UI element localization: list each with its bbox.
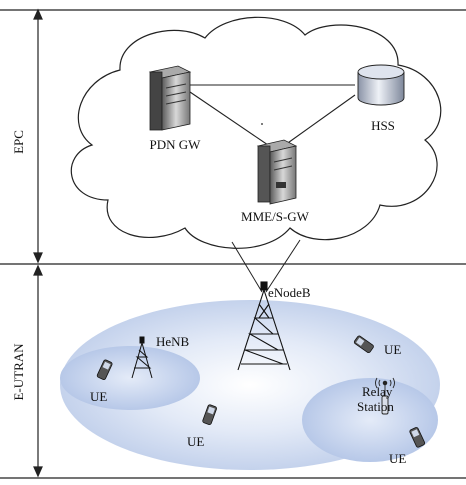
pdn-gw-server-icon <box>148 65 192 131</box>
enodeb-tower-icon <box>237 281 291 371</box>
epc-span-arrow <box>33 8 43 264</box>
relay-station-label-line2: Station <box>357 399 394 414</box>
core-links <box>189 84 356 146</box>
ue-phone-icon-left <box>96 359 113 381</box>
ue-phone-icon-right <box>353 335 374 354</box>
ue-phone-icon-center <box>202 404 217 426</box>
mme-sgw-server-icon <box>256 139 298 205</box>
ue-left-label: UE <box>90 389 107 404</box>
enodeb-label: eNodeB <box>268 285 311 300</box>
ue-center-label: UE <box>187 434 204 449</box>
pdn-gw-label: PDN GW <box>150 137 202 152</box>
relay-cell-coverage <box>302 378 438 462</box>
henb-label: HeNB <box>156 334 190 349</box>
henb-tower-icon <box>131 336 153 379</box>
ue-phone-icon-relay <box>409 427 426 448</box>
ue-right-label: UE <box>384 342 401 357</box>
relay-station-label-line1: Relay <box>362 384 393 399</box>
hss-database-icon <box>357 64 405 106</box>
ue-relay-label: UE <box>389 451 406 466</box>
relay-antenna-icon <box>375 377 395 415</box>
eutran-span-arrow <box>33 264 43 478</box>
eutran-section-label: E-UTRAN <box>11 343 26 401</box>
hss-label: HSS <box>371 118 395 133</box>
mme-sgw-label: MME/S-GW <box>241 209 310 224</box>
epc-section-label: EPC <box>11 130 26 154</box>
henb-cell-coverage <box>60 346 200 410</box>
cloud-dot <box>261 123 263 125</box>
backhaul-links <box>231 239 301 293</box>
